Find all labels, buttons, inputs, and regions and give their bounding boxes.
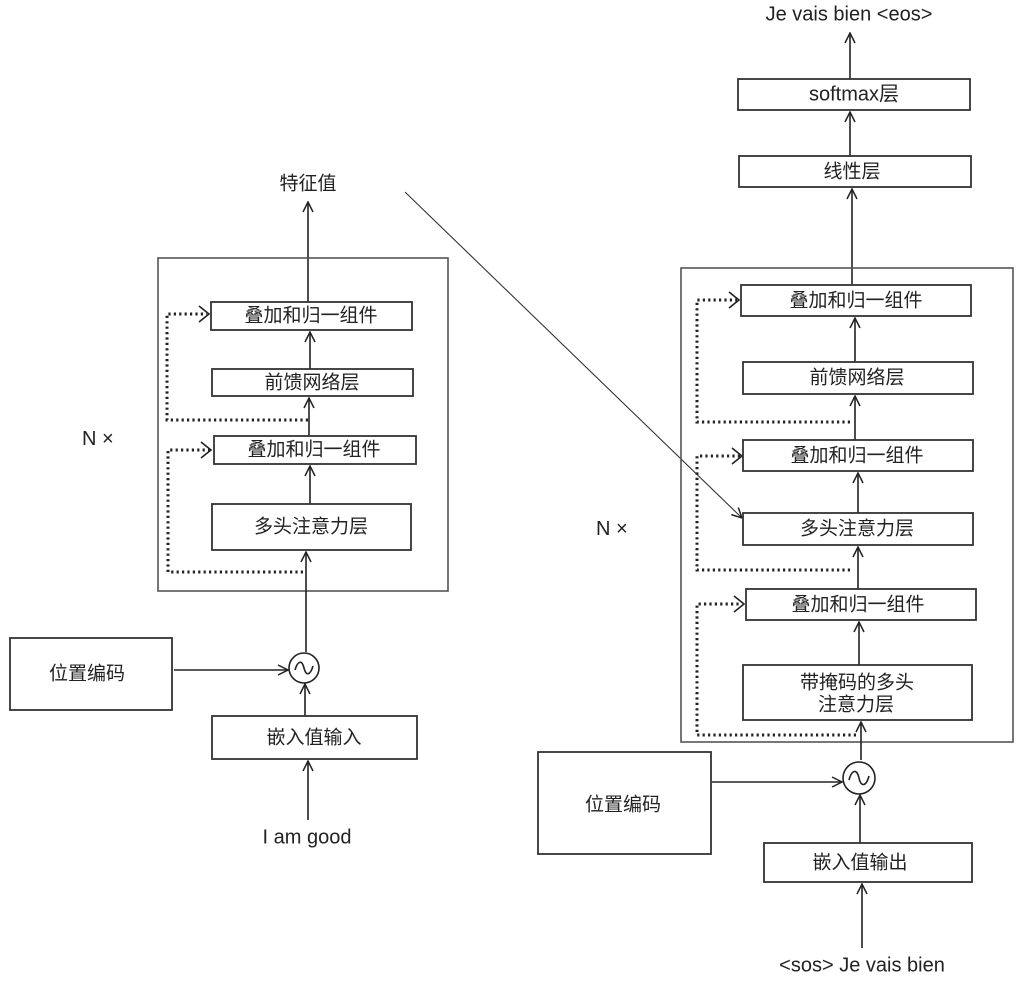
decoder-masked-attention-label-line2: 注意力层 [818, 694, 894, 716]
encoder-multi-head-attention-label: 多头注意力层 [254, 516, 368, 538]
decoder-softmax-label: softmax层 [809, 83, 899, 105]
decoder-output-text: Je vais bien <eos> [766, 3, 933, 25]
decoder-masked-attention [742, 664, 973, 721]
decoder-positional-encoding [537, 751, 712, 855]
encoder-residual-bottom-arrowhead [200, 441, 213, 459]
decoder-add-norm-top-label: 叠加和归一组件 [789, 290, 922, 312]
encoder: 特征值 N × 叠加和归一组件 前馈网络层 叠加和归一组件 多头注意力层 位置编… [9, 173, 449, 848]
encoder-sum-icon [294, 661, 314, 675]
decoder-residual-top-arrowhead [728, 291, 741, 309]
decoder-embedding [763, 842, 973, 883]
decoder-sum-icon [848, 770, 870, 786]
decoder-multi-head-attention-label: 多头注意力层 [800, 518, 914, 540]
encoder-residual-bottom [166, 448, 303, 574]
decoder-feed-forward [742, 361, 974, 395]
decoder-add-norm-middle-label: 叠加和归一组件 [790, 445, 923, 467]
encoder-residual-top [165, 312, 308, 422]
encoder-multi-head-attention [211, 503, 412, 551]
decoder-feed-forward-label: 前馈网络层 [809, 367, 904, 389]
decoder-embedding-label: 嵌入值输出 [812, 852, 907, 874]
encoder-add-norm-top [210, 301, 413, 331]
decoder-multi-head-attention [742, 512, 974, 546]
decoder-masked-attention-label-line1: 带掩码的多头 [800, 672, 914, 694]
encoder-stack-frame [157, 257, 449, 592]
decoder-add-norm-middle [742, 439, 974, 472]
encoder-positional-encoding-label: 位置编码 [49, 663, 125, 685]
decoder-softmax [737, 78, 971, 111]
decoder-add-norm-bottom-label: 叠加和归一组件 [791, 594, 924, 616]
encoder-residual-top-arrowhead [198, 305, 211, 323]
encoder-output-label: 特征值 [279, 173, 336, 195]
decoder-input-text: <sos> Je vais bien [779, 954, 945, 976]
encoder-add-norm-bottom [213, 435, 417, 465]
encoder-positional-encoding [9, 637, 173, 711]
decoder-residual-bottom-arrowhead [733, 595, 746, 613]
encoder-embedding-label: 嵌入值输入 [266, 727, 361, 749]
decoder-linear [738, 155, 972, 188]
encoder-feed-forward-label: 前馈网络层 [264, 372, 359, 394]
decoder-linear-label: 线性层 [823, 161, 880, 183]
decoder-residual-top [695, 298, 850, 424]
encoder-repeat-label: N × [82, 428, 114, 450]
decoder-positional-encoding-label: 位置编码 [585, 794, 661, 816]
encoder-decoder-connection-arrow [404, 191, 742, 518]
decoder-add-norm-bottom [745, 588, 977, 621]
decoder-add-norm-top [740, 284, 972, 317]
encoder-feed-forward [211, 368, 414, 397]
encoder-input-text: I am good [263, 826, 352, 848]
encoder-add-norm-bottom-label: 叠加和归一组件 [247, 439, 380, 461]
decoder-stack-frame [680, 267, 1014, 743]
decoder-residual-middle [695, 454, 850, 572]
encoder-embedding [211, 715, 418, 760]
decoder-residual-middle-arrowhead [731, 447, 744, 465]
decoder: Je vais bien <eos> softmax层 线性层 N × 叠加和归… [537, 3, 1014, 976]
decoder-repeat-label: N × [596, 518, 628, 540]
encoder-add-norm-top-label: 叠加和归一组件 [244, 305, 377, 327]
